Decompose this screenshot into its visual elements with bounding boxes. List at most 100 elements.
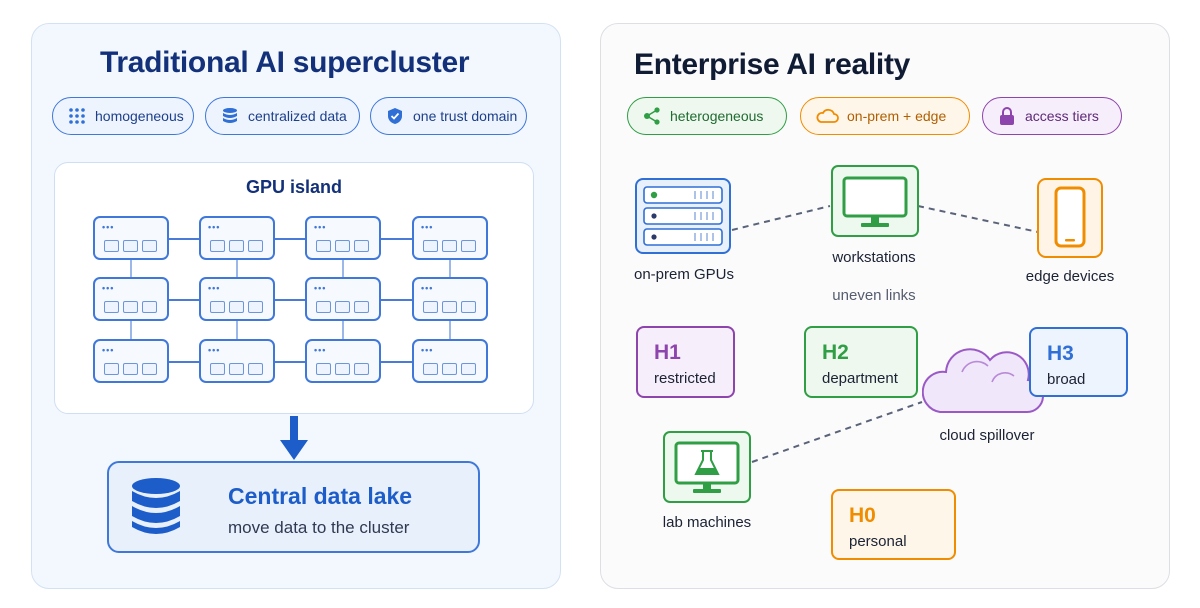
lock-icon bbox=[997, 106, 1017, 126]
node-port bbox=[423, 240, 438, 252]
lab-machines-label: lab machines bbox=[662, 514, 752, 531]
gpu-node: ••• bbox=[412, 216, 488, 260]
node-port bbox=[104, 240, 119, 252]
tier-code: H0 bbox=[849, 504, 876, 527]
tier-label: department bbox=[822, 370, 898, 387]
pill-label: homogeneous bbox=[95, 108, 184, 124]
pill-on-prem-edge: on-prem + edge bbox=[800, 97, 970, 135]
link-onprem-workstations bbox=[731, 205, 831, 231]
enterprise-title: Enterprise AI reality bbox=[634, 48, 911, 81]
node-port bbox=[142, 301, 157, 313]
node-link bbox=[130, 321, 132, 339]
node-port bbox=[248, 301, 263, 313]
node-link bbox=[236, 260, 238, 277]
tier-code: H1 bbox=[654, 341, 681, 364]
pill-label: centralized data bbox=[248, 108, 347, 124]
node-dots-icon: ••• bbox=[314, 283, 327, 293]
node-port bbox=[442, 301, 457, 313]
node-link bbox=[449, 260, 451, 277]
node-dots-icon: ••• bbox=[421, 345, 434, 355]
link-lab-cloud bbox=[751, 401, 923, 463]
tier-label: personal bbox=[849, 533, 907, 550]
gpu-node: ••• bbox=[412, 339, 488, 383]
node-dots-icon: ••• bbox=[102, 222, 115, 232]
arrow-down-icon bbox=[280, 416, 308, 467]
gpu-node: ••• bbox=[305, 216, 381, 260]
phone-icon bbox=[1037, 178, 1103, 263]
node-link bbox=[169, 299, 199, 301]
node-port bbox=[123, 363, 138, 375]
node-dots-icon: ••• bbox=[421, 222, 434, 232]
gpu-node: ••• bbox=[412, 277, 488, 321]
link-workstations-edge bbox=[917, 205, 1039, 233]
lake-title: Central data lake bbox=[228, 483, 413, 509]
node-dots-icon: ••• bbox=[208, 345, 221, 355]
node-port bbox=[123, 301, 138, 313]
pill-label: one trust domain bbox=[413, 108, 518, 124]
gpu-node: ••• bbox=[199, 216, 275, 260]
node-port bbox=[248, 240, 263, 252]
node-dots-icon: ••• bbox=[102, 345, 115, 355]
node-port bbox=[354, 240, 369, 252]
node-port bbox=[104, 301, 119, 313]
node-link bbox=[169, 361, 199, 363]
cloud-spillover-label: cloud spillover bbox=[939, 427, 1035, 444]
pill-homogeneous: homogeneous bbox=[52, 97, 194, 135]
node-port bbox=[123, 240, 138, 252]
cloud-icon bbox=[921, 342, 1044, 421]
pill-label: access tiers bbox=[1025, 108, 1099, 124]
edge-devices-label: edge devices bbox=[1025, 268, 1115, 285]
workstations-label: workstations bbox=[832, 249, 916, 266]
node-port bbox=[104, 363, 119, 375]
node-link bbox=[236, 321, 238, 339]
node-port bbox=[442, 240, 457, 252]
node-port bbox=[461, 240, 476, 252]
node-link bbox=[342, 260, 344, 277]
node-port bbox=[210, 240, 225, 252]
node-port bbox=[335, 240, 350, 252]
node-port bbox=[316, 363, 331, 375]
node-link bbox=[275, 299, 305, 301]
database-icon bbox=[220, 106, 240, 126]
node-port bbox=[142, 363, 157, 375]
database-icon bbox=[130, 478, 182, 541]
node-port bbox=[316, 240, 331, 252]
tier-code: H3 bbox=[1047, 342, 1074, 365]
node-dots-icon: ••• bbox=[102, 283, 115, 293]
node-port bbox=[142, 240, 157, 252]
tier-label: broad bbox=[1047, 371, 1086, 388]
node-port bbox=[229, 301, 244, 313]
node-dots-icon: ••• bbox=[314, 222, 327, 232]
central-data-lake bbox=[107, 461, 480, 553]
tier-h1: H1 restricted bbox=[636, 326, 735, 398]
gpu-island-label: GPU island bbox=[245, 177, 343, 197]
node-port bbox=[461, 301, 476, 313]
pill-label: on-prem + edge bbox=[847, 108, 947, 124]
node-port bbox=[354, 363, 369, 375]
node-port bbox=[248, 363, 263, 375]
tier-code: H2 bbox=[822, 341, 849, 364]
pill-centralized-data: centralized data bbox=[205, 97, 360, 135]
tier-h0: H0 personal bbox=[831, 489, 956, 560]
node-dots-icon: ••• bbox=[421, 283, 434, 293]
pill-one-trust-domain: one trust domain bbox=[370, 97, 527, 135]
node-port bbox=[335, 301, 350, 313]
node-link bbox=[342, 321, 344, 339]
node-port bbox=[442, 363, 457, 375]
node-port bbox=[354, 301, 369, 313]
node-link bbox=[381, 361, 412, 363]
node-link bbox=[381, 238, 412, 240]
onprem-gpus-label: on-prem GPUs bbox=[633, 266, 735, 283]
node-link bbox=[169, 238, 199, 240]
node-dots-icon: ••• bbox=[208, 222, 221, 232]
lake-subtitle: move data to the cluster bbox=[228, 518, 410, 537]
gpu-node: ••• bbox=[199, 277, 275, 321]
share-nodes-icon bbox=[642, 106, 662, 126]
node-port bbox=[210, 363, 225, 375]
node-port bbox=[423, 363, 438, 375]
tier-label: restricted bbox=[654, 370, 716, 387]
node-port bbox=[461, 363, 476, 375]
node-link bbox=[275, 238, 305, 240]
node-port bbox=[316, 301, 331, 313]
